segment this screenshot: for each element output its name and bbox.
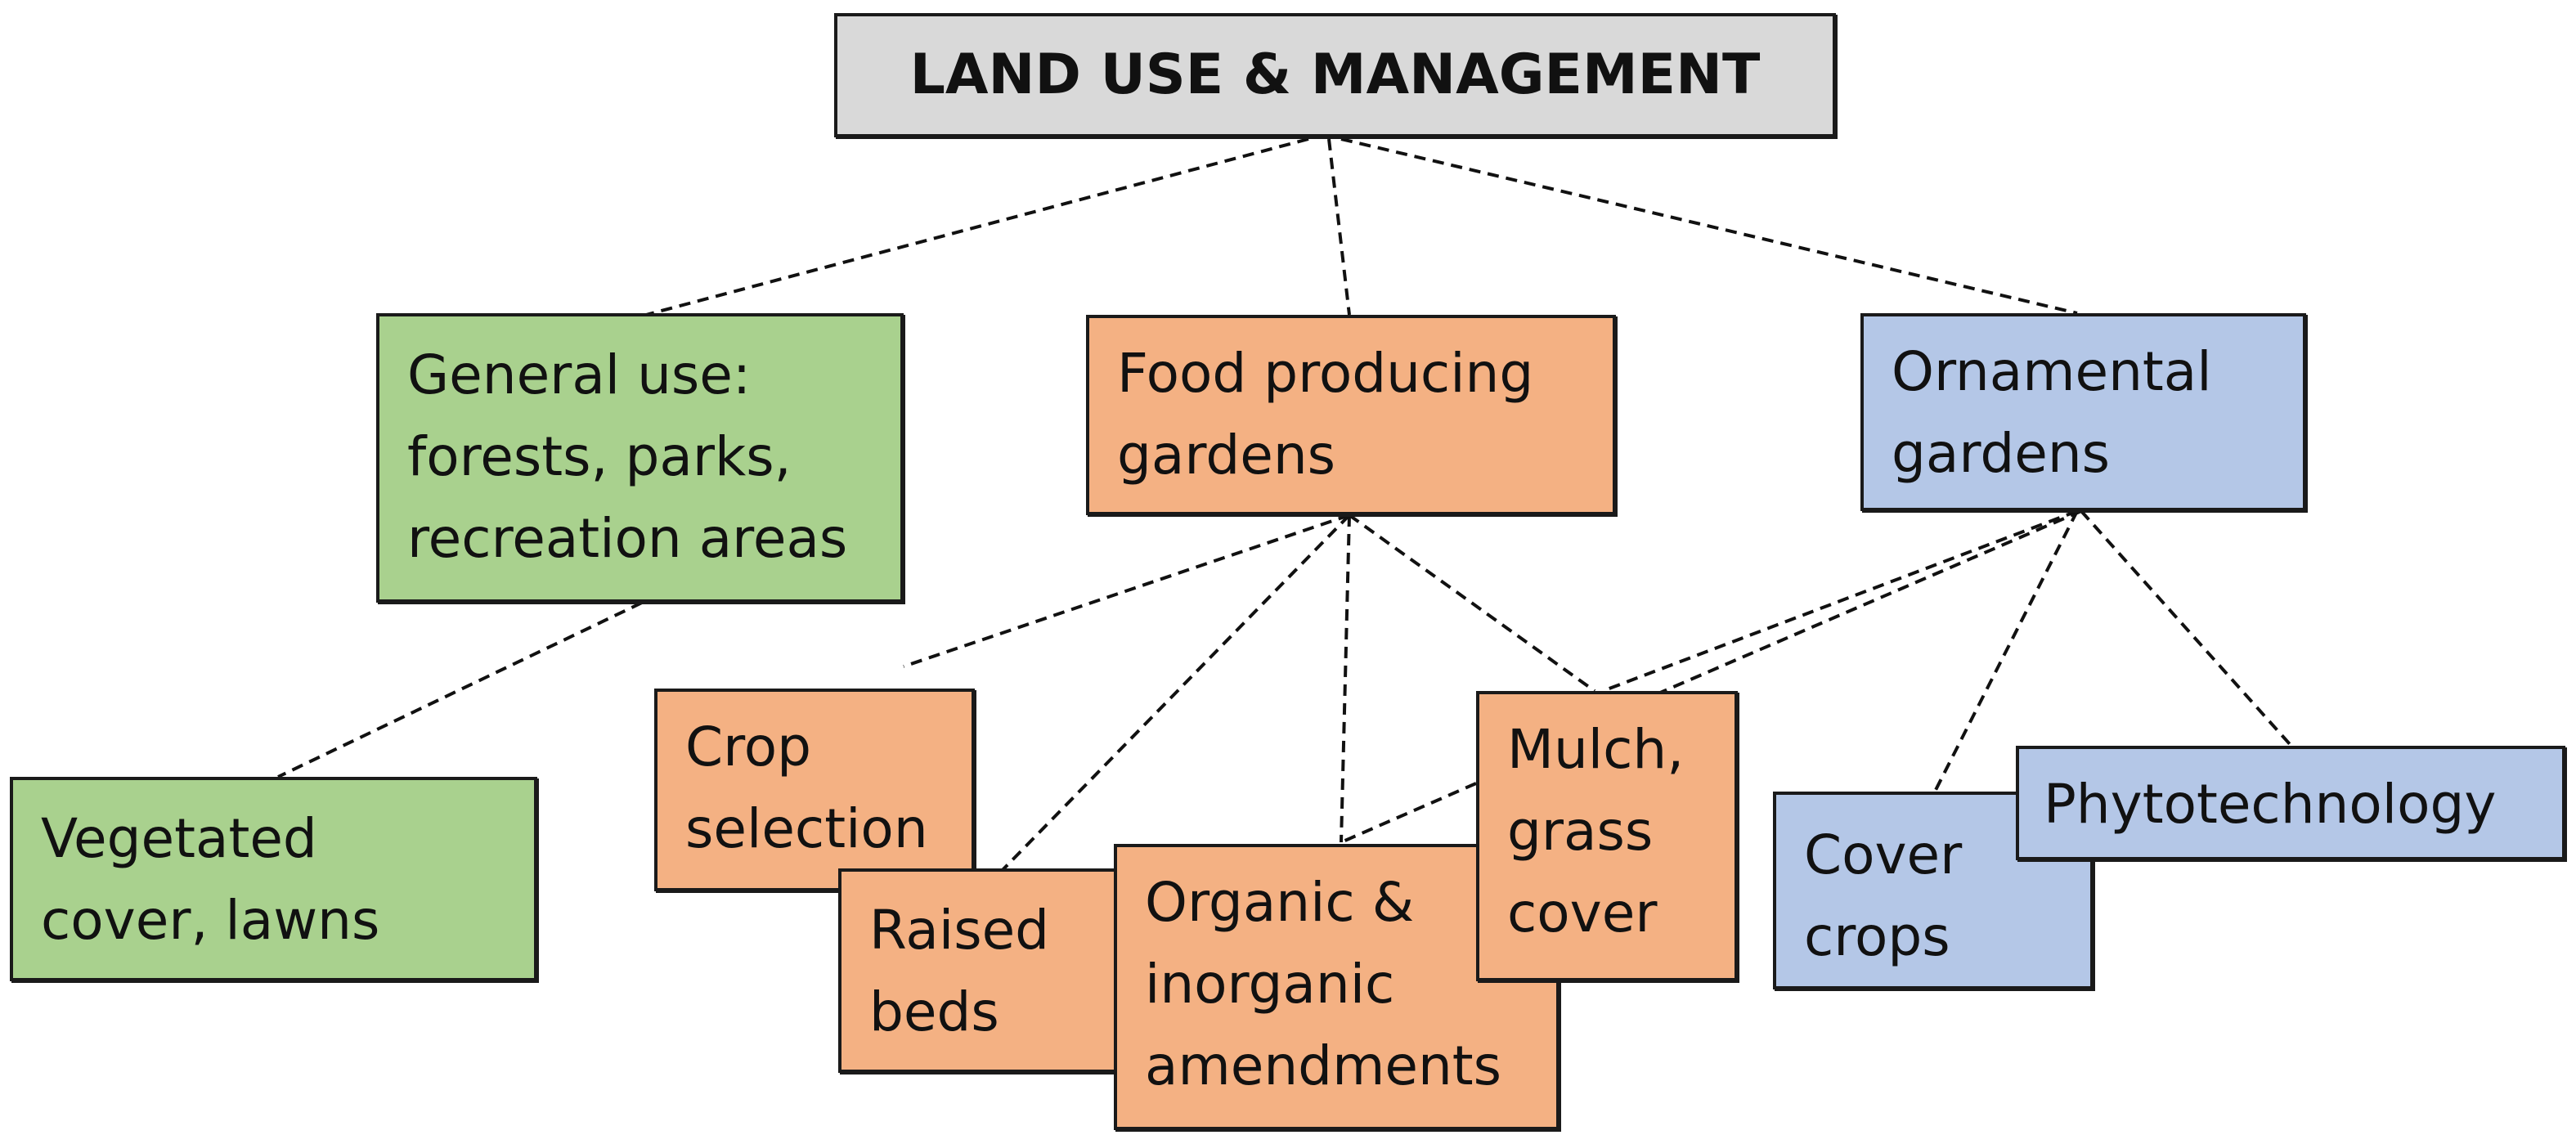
connector-food-crop (903, 514, 1350, 668)
connector-food-mulch (1348, 514, 1596, 693)
connector-root-food (1327, 138, 1351, 316)
root-node-land-use: LAND USE & MANAGEMENT (834, 13, 1836, 137)
node-raised-beds: Raised beds (838, 868, 1120, 1073)
node-organic-inorganic-amendments: Organic & inorganic amendments (1114, 844, 1560, 1130)
connector-food-raised (996, 514, 1351, 877)
connector-food-amendments (1340, 514, 1351, 843)
node-mulch-grass-cover: Mulch, grass cover (1476, 691, 1738, 981)
node-general-use: General use: forests, parks, recreation … (376, 313, 904, 603)
connector-general-vegetated (277, 601, 643, 778)
connector-ornamental-mulch-a (1602, 509, 2078, 693)
node-food-producing-gardens: Food producing gardens (1086, 315, 1616, 515)
connector-root-ornamental (1340, 137, 2078, 315)
connector-ornamental-phyto (2080, 509, 2291, 746)
connector-ornamental-mulch-b (1635, 509, 2082, 705)
connector-root-general (645, 137, 1309, 316)
node-ornamental-gardens: Ornamental gardens (1860, 313, 2306, 511)
node-phytotechnology: Phytotechnology (2016, 746, 2565, 860)
connector-mulch-amendments (1340, 782, 1477, 844)
node-crop-selection: Crop selection (654, 689, 975, 891)
node-vegetated-cover: Vegetated cover, lawns (10, 777, 537, 981)
connector-ornamental-cover (1932, 510, 2079, 794)
